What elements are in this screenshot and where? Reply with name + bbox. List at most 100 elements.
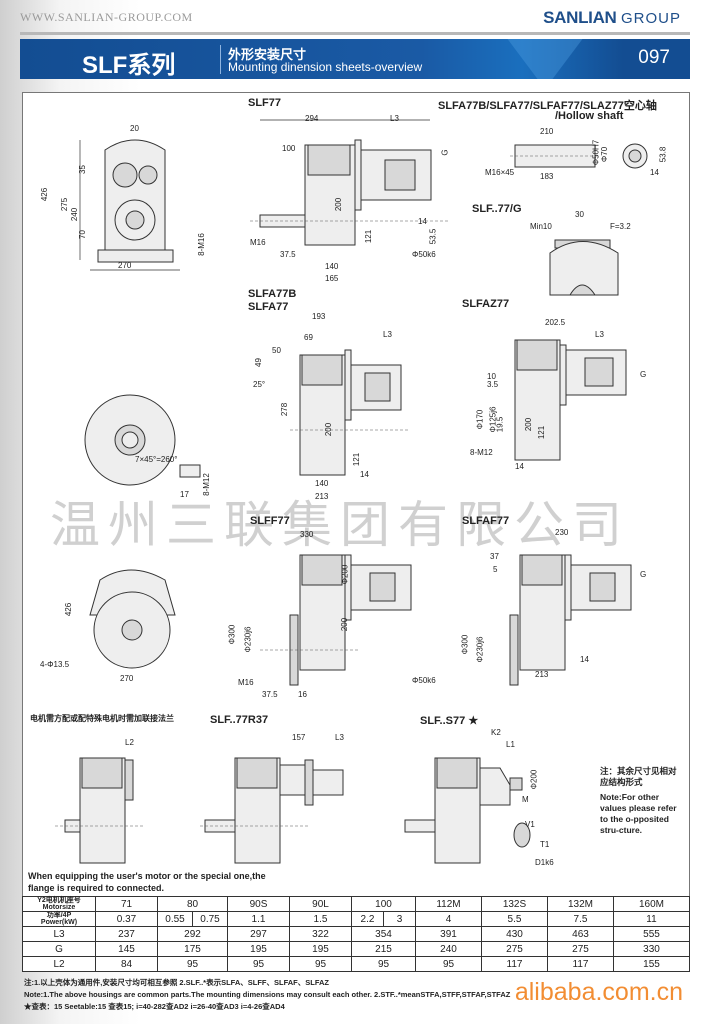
- row-header-cn: Y2电机机座号: [37, 897, 81, 904]
- cell: 430: [481, 926, 548, 942]
- cell: 95: [289, 956, 352, 972]
- drawing-label-hollow-shaft: SLFA77B/SLFA77/SLFAF77/SLAZ77空心轴: [438, 100, 657, 112]
- dim: 5: [493, 565, 498, 574]
- flange-drawing: [84, 394, 201, 486]
- dim: Φ170: [475, 409, 485, 430]
- dim: 3.5: [487, 380, 499, 389]
- cell: 1.5: [289, 911, 352, 927]
- dim: 8-M12: [201, 473, 211, 496]
- hollow-shaft-drawing: [510, 143, 648, 169]
- drawing-label-slfaz77: SLFAZ77: [462, 298, 510, 310]
- motor-flange-note-cn: 电机需方配或配特殊电机时需加联接法兰: [30, 714, 174, 723]
- alibaba-watermark: alibaba.com.cn: [514, 978, 683, 1006]
- dim: 100: [282, 144, 296, 153]
- cell: 391: [415, 926, 482, 942]
- dim: 14: [650, 168, 659, 177]
- dim: G: [640, 370, 647, 379]
- cell: 275: [481, 941, 548, 957]
- slf77-drawing: [250, 119, 450, 246]
- dim: 240: [70, 207, 80, 222]
- dim: Φ50H7: [591, 139, 601, 166]
- other-values-note: 注：其余尺寸见相对应结构形式 Note:For other values ple…: [600, 766, 680, 836]
- motor-flange-note-en: When equipping the user's motor or the s…: [28, 871, 266, 893]
- dim: Min10: [530, 222, 552, 231]
- page-number: 097: [638, 47, 670, 68]
- header-rule: [20, 32, 690, 35]
- row-header: G: [22, 941, 96, 957]
- dim: 14: [580, 655, 589, 664]
- note-cn: 注：其余尺寸见相对应结构形式: [600, 766, 677, 787]
- cell: 463: [547, 926, 614, 942]
- cell: 155: [613, 956, 690, 972]
- slfaz77-drawing: [514, 339, 627, 461]
- banner-divider: [220, 45, 221, 74]
- dim: 14: [515, 462, 524, 471]
- dim: K2: [491, 728, 501, 737]
- brand-logo: SANLIAN GROUP: [543, 8, 681, 28]
- dim: D1k6: [535, 858, 554, 867]
- cell: 4: [415, 911, 482, 927]
- cell: 0.55: [157, 911, 193, 927]
- dim: 53.5: [428, 228, 438, 245]
- cell: 90L: [289, 896, 352, 912]
- dim: 165: [325, 274, 339, 283]
- logo-sub: GROUP: [620, 10, 681, 27]
- dim: 200: [340, 617, 350, 632]
- dim: Φ230j6: [243, 626, 253, 653]
- cell: 95: [157, 956, 228, 972]
- dim: 14: [360, 470, 369, 479]
- cell: 117: [547, 956, 614, 972]
- footnotes: 注:1.以上壳体为通用件,安装尺寸均可相互参照 2.SLF..*表示SLFA、S…: [24, 977, 510, 1013]
- cell: 555: [613, 926, 690, 942]
- dim: L2: [125, 738, 134, 747]
- label-text: SLF..S77: [420, 715, 466, 727]
- series-title: SLF系列: [82, 52, 176, 79]
- slff77-drawing: [260, 554, 412, 686]
- dim: Φ200: [340, 564, 350, 585]
- dim: 70: [77, 230, 87, 239]
- dim: Φ70: [600, 146, 610, 163]
- dim: 37: [490, 552, 499, 561]
- cell: 71: [95, 896, 158, 912]
- cell: 275: [547, 941, 614, 957]
- drawing-label-slfa77b: SLFA77B: [248, 288, 297, 300]
- title-banner: SLF系列 外形安装尺寸 Mounting dinension sheets-o…: [20, 39, 690, 79]
- dim: Φ300: [227, 624, 237, 645]
- dim: 200: [524, 417, 534, 432]
- dim: 426: [64, 602, 74, 617]
- dim: 426: [40, 187, 50, 202]
- dim: 14: [418, 217, 427, 226]
- cell: 354: [351, 926, 416, 942]
- cell: 297: [227, 926, 290, 942]
- dim: M: [522, 795, 529, 804]
- dim: G: [440, 149, 450, 156]
- dim: 213: [315, 492, 329, 501]
- flange-front-view-drawing: [89, 569, 176, 669]
- row-header-cn: 功率/4P: [46, 912, 72, 919]
- dim: M16×45: [485, 168, 515, 177]
- dim: 37.5: [262, 690, 278, 699]
- dim: Φ50k6: [412, 676, 436, 685]
- drawing-label-slf-77r37: SLF..77R37: [210, 714, 269, 726]
- star-icon: ★: [468, 715, 479, 727]
- dim: 140: [325, 262, 339, 271]
- dim: L1: [506, 740, 515, 749]
- dim: 8-M16: [196, 233, 206, 256]
- cell: 7.5: [547, 911, 614, 927]
- dim: L3: [335, 733, 344, 742]
- dim: L3: [390, 114, 399, 123]
- cell: 0.37: [95, 911, 158, 927]
- cell: 84: [95, 956, 158, 972]
- drawing-label-hollow-shaft-en: /Hollow shaft: [555, 110, 624, 122]
- dim: 121: [537, 425, 547, 440]
- dim: 183: [540, 172, 554, 181]
- drawing-label-slf-77-g: SLF..77/G: [472, 203, 522, 215]
- note-en: Note:For other values please refer to th…: [600, 792, 677, 835]
- row-header-en: Power(kW): [40, 919, 78, 926]
- cell: 95: [351, 956, 416, 972]
- cell: 132S: [481, 896, 548, 912]
